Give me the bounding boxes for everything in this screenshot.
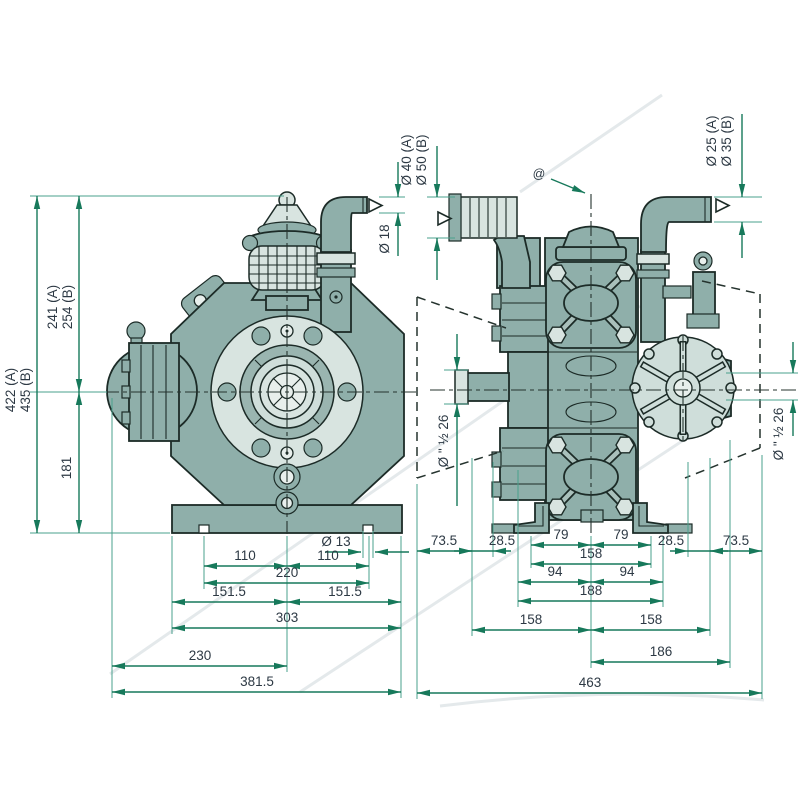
side-port bbox=[106, 321, 198, 442]
dim-upper-height-b: 254 (B) bbox=[60, 285, 75, 329]
dim-463: 463 bbox=[579, 675, 602, 690]
extension-lines bbox=[30, 195, 798, 699]
dim-suction-dia-a: Ø 40 (A) bbox=[399, 134, 414, 185]
outlet-elbow bbox=[316, 196, 368, 333]
dim-230: 230 bbox=[189, 648, 212, 663]
dimension-labels: 422 (A) 435 (B) 241 (A) 254 (B) 181 Ø 18… bbox=[3, 115, 786, 690]
dim-upper-height-a: 241 (A) bbox=[45, 285, 60, 329]
dim-lower-height: 181 bbox=[59, 457, 74, 480]
suction-flow-arrow bbox=[437, 210, 453, 227]
dim-79-right: 79 bbox=[613, 527, 628, 542]
dim-94-left: 94 bbox=[547, 564, 563, 579]
dim-mount-hole-dia: Ø 13 bbox=[321, 534, 350, 549]
dim-158-top: 158 bbox=[580, 546, 603, 561]
cover-bolts bbox=[629, 334, 737, 442]
flow-arrows bbox=[368, 197, 731, 227]
side-view-figure bbox=[448, 193, 737, 534]
callout-at-symbol: @ bbox=[533, 167, 546, 181]
front-view-figure bbox=[106, 191, 405, 534]
dim-overall-height-b: 435 (B) bbox=[18, 368, 33, 412]
dim-151-right: 151.5 bbox=[328, 584, 362, 599]
centerlines bbox=[104, 194, 798, 534]
phantom-outline bbox=[416, 280, 761, 479]
dim-110-left: 110 bbox=[234, 548, 256, 563]
dim-158-left: 158 bbox=[520, 612, 543, 627]
base-slot-right bbox=[362, 524, 374, 534]
dim-381: 381.5 bbox=[240, 674, 274, 689]
dimension-lines bbox=[33, 114, 797, 697]
dim-port-dia-b: Ø 35 (B) bbox=[719, 115, 734, 166]
dim-220: 220 bbox=[276, 565, 299, 580]
suction-fitting bbox=[448, 193, 531, 289]
dim-188: 188 bbox=[580, 583, 603, 598]
dim-79-left: 79 bbox=[553, 527, 568, 542]
dim-73-left: 73.5 bbox=[431, 533, 457, 548]
drain-port-stub bbox=[454, 369, 510, 405]
dim-73-right: 73.5 bbox=[723, 533, 749, 548]
dim-186: 186 bbox=[650, 644, 673, 659]
diaphragm-cover-top bbox=[545, 261, 637, 349]
discharge-flow-arrow bbox=[715, 197, 731, 214]
dim-suction-dia-b: Ø 50 (B) bbox=[414, 134, 429, 185]
dim-drain-right: Ø " ½ 26 bbox=[771, 408, 786, 461]
base-slot-left bbox=[198, 524, 210, 534]
mounting-feet bbox=[491, 502, 693, 534]
outlet-flow-arrow bbox=[368, 197, 384, 214]
dim-port-dia-a: Ø 25 (A) bbox=[704, 115, 719, 166]
dim-151-left: 151.5 bbox=[212, 584, 246, 599]
dim-110-right: 110 bbox=[317, 548, 339, 563]
dim-28-left: 28.5 bbox=[489, 533, 515, 548]
dim-overall-height-a: 422 (A) bbox=[3, 368, 18, 412]
dim-outlet-dia: Ø 18 bbox=[377, 224, 392, 253]
discharge-elbow bbox=[636, 196, 720, 343]
dim-94-right: 94 bbox=[619, 564, 635, 579]
dim-303: 303 bbox=[276, 610, 299, 625]
dim-158-right: 158 bbox=[640, 612, 663, 627]
dim-drain-left: Ø " ½ 26 bbox=[436, 415, 451, 468]
dim-28-right: 28.5 bbox=[658, 533, 684, 548]
